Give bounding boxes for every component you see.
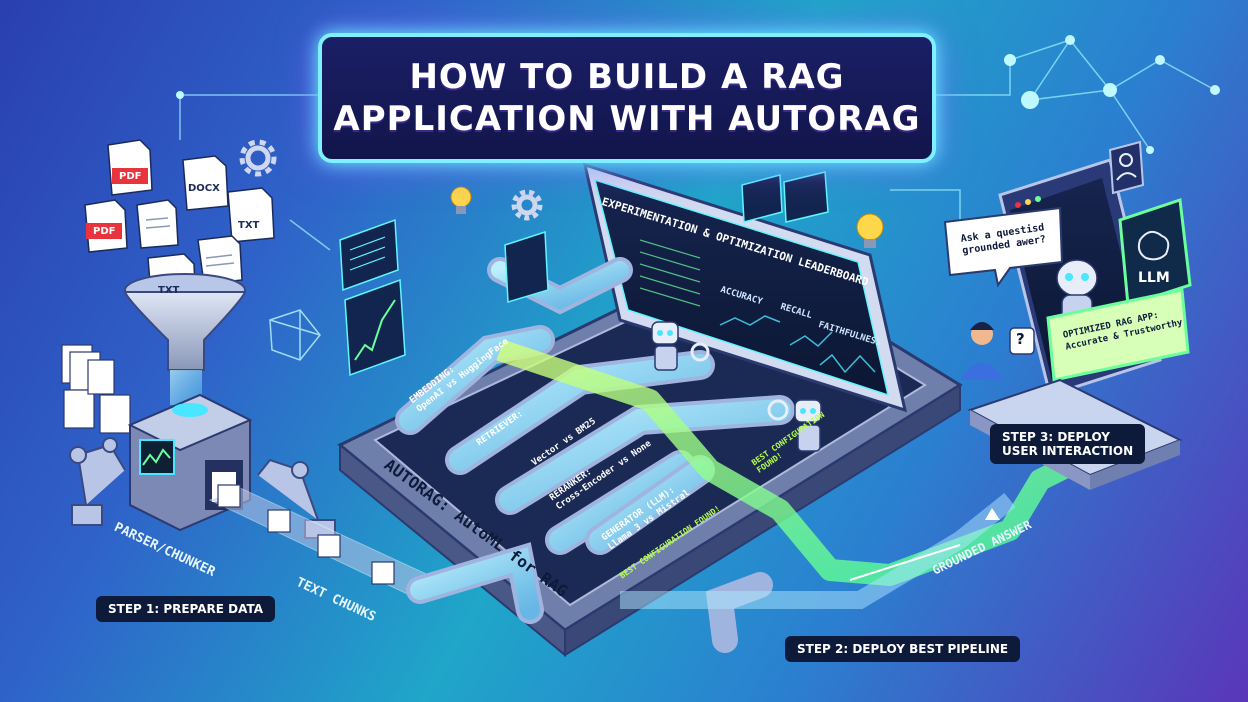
document-stack <box>61 344 131 434</box>
file-pdf-icon <box>84 199 128 253</box>
magnifier-icon <box>690 342 789 421</box>
chart-icon <box>719 315 876 374</box>
file-txt-icon <box>227 187 275 243</box>
title-line-2: APPLICATION WITH AUTORAG <box>333 99 921 139</box>
data-flow-path <box>496 339 1125 586</box>
question-bubble <box>1009 327 1035 355</box>
file-pdf-icon <box>107 139 153 196</box>
gear-icon <box>239 139 543 221</box>
file-label-txt: TXT <box>158 285 180 296</box>
file-label-pdf: PDF <box>119 171 142 182</box>
question-mark: ? <box>1016 330 1025 348</box>
network-node-icon <box>269 309 321 361</box>
chat-bubble <box>943 206 1064 288</box>
chart-panel <box>339 171 829 377</box>
leaderboard-monitor <box>582 162 908 413</box>
step-3-badge: STEP 3: DEPLOY USER INTERACTION <box>990 424 1146 464</box>
robot-icon <box>651 321 679 371</box>
robot-arm <box>69 437 336 539</box>
funnel-icon <box>123 273 247 405</box>
title-line-1: HOW TO BUILD A RAG <box>409 57 845 97</box>
title-banner: HOW TO BUILD A RAG APPLICATION WITH AUTO… <box>318 33 936 163</box>
step-3-line-2: USER INTERACTION <box>1002 444 1134 458</box>
llm-label: LLM <box>1138 270 1170 286</box>
lightbulb-icon <box>450 186 884 248</box>
file-docx-icon <box>182 155 229 211</box>
conveyor <box>208 484 452 601</box>
arrow-icon <box>985 508 1000 520</box>
file-label-docx: DOCX <box>188 183 220 194</box>
brain-icon <box>1137 230 1170 261</box>
file-label-pdf: PDF <box>93 226 116 237</box>
user-icon <box>1108 140 1145 195</box>
arrow-icon <box>849 544 961 581</box>
user-icon <box>960 322 1004 380</box>
step-2-badge: STEP 2: DEPLOY BEST PIPELINE <box>785 636 1021 662</box>
file-label-txt: TXT <box>238 220 260 231</box>
robot-icon <box>794 399 822 452</box>
file-icon <box>136 199 243 285</box>
network-node-icon <box>176 35 1220 154</box>
optimized-app-badge <box>1046 288 1190 382</box>
llm-panel <box>1118 197 1192 308</box>
step-3-line-1: STEP 3: DEPLOY <box>1002 430 1110 444</box>
step-1-badge: STEP 1: PREPARE DATA <box>96 596 276 622</box>
